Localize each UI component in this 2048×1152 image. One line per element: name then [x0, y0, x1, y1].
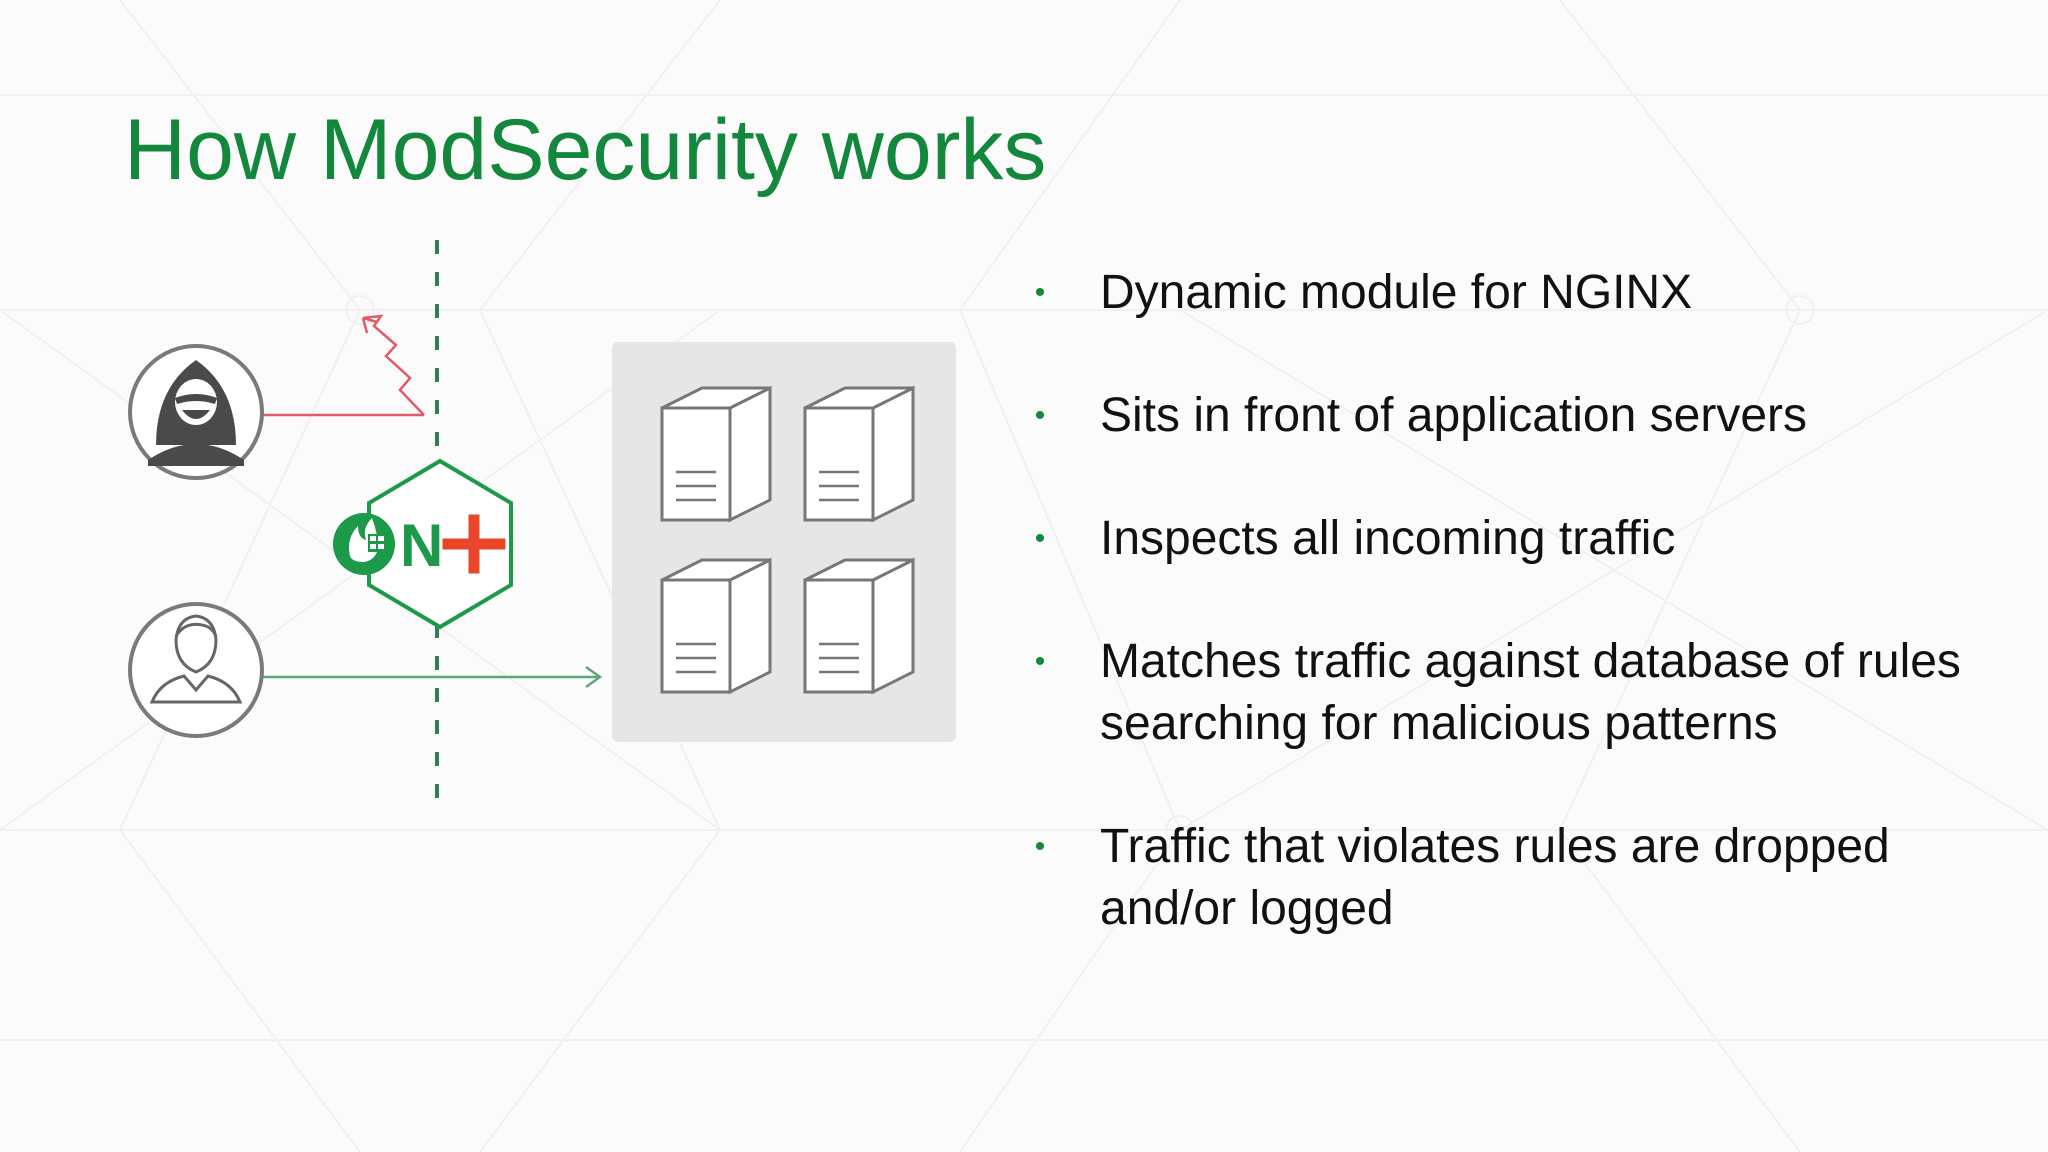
bullet-item: • Sits in front of application servers [1030, 385, 2030, 447]
user-icon [128, 602, 264, 738]
bullet-marker: • [1034, 522, 1046, 555]
nginx-plus-modsecurity-icon: N [333, 458, 513, 630]
bullet-item: • Traffic that violates rules are droppe… [1030, 816, 2030, 940]
bullet-list: • Dynamic module for NGINX • Sits in fro… [1030, 262, 2030, 940]
bullet-marker: • [1034, 399, 1046, 432]
bullet-item: • Dynamic module for NGINX [1030, 262, 2030, 324]
bullet-text: Traffic that violates rules are dropped … [1100, 820, 1890, 935]
blocked-arrow [362, 314, 425, 416]
bullet-text: Inspects all incoming traffic [1100, 512, 1676, 565]
bullet-marker: • [1034, 645, 1046, 678]
bullet-item: • Matches traffic against database of ru… [1030, 631, 2030, 755]
bullet-marker: • [1034, 276, 1046, 309]
server-icon [660, 385, 915, 695]
bullet-text: Sits in front of application servers [1100, 389, 1807, 442]
badge-n-text: N [400, 512, 443, 579]
bullet-text: Matches traffic against database of rule… [1100, 635, 1961, 750]
hacker-icon [128, 344, 264, 480]
bullet-item: • Inspects all incoming traffic [1030, 508, 2030, 570]
bullet-marker: • [1034, 830, 1046, 863]
slide-title: How ModSecurity works [124, 102, 1047, 198]
bullet-text: Dynamic module for NGINX [1100, 266, 1693, 319]
